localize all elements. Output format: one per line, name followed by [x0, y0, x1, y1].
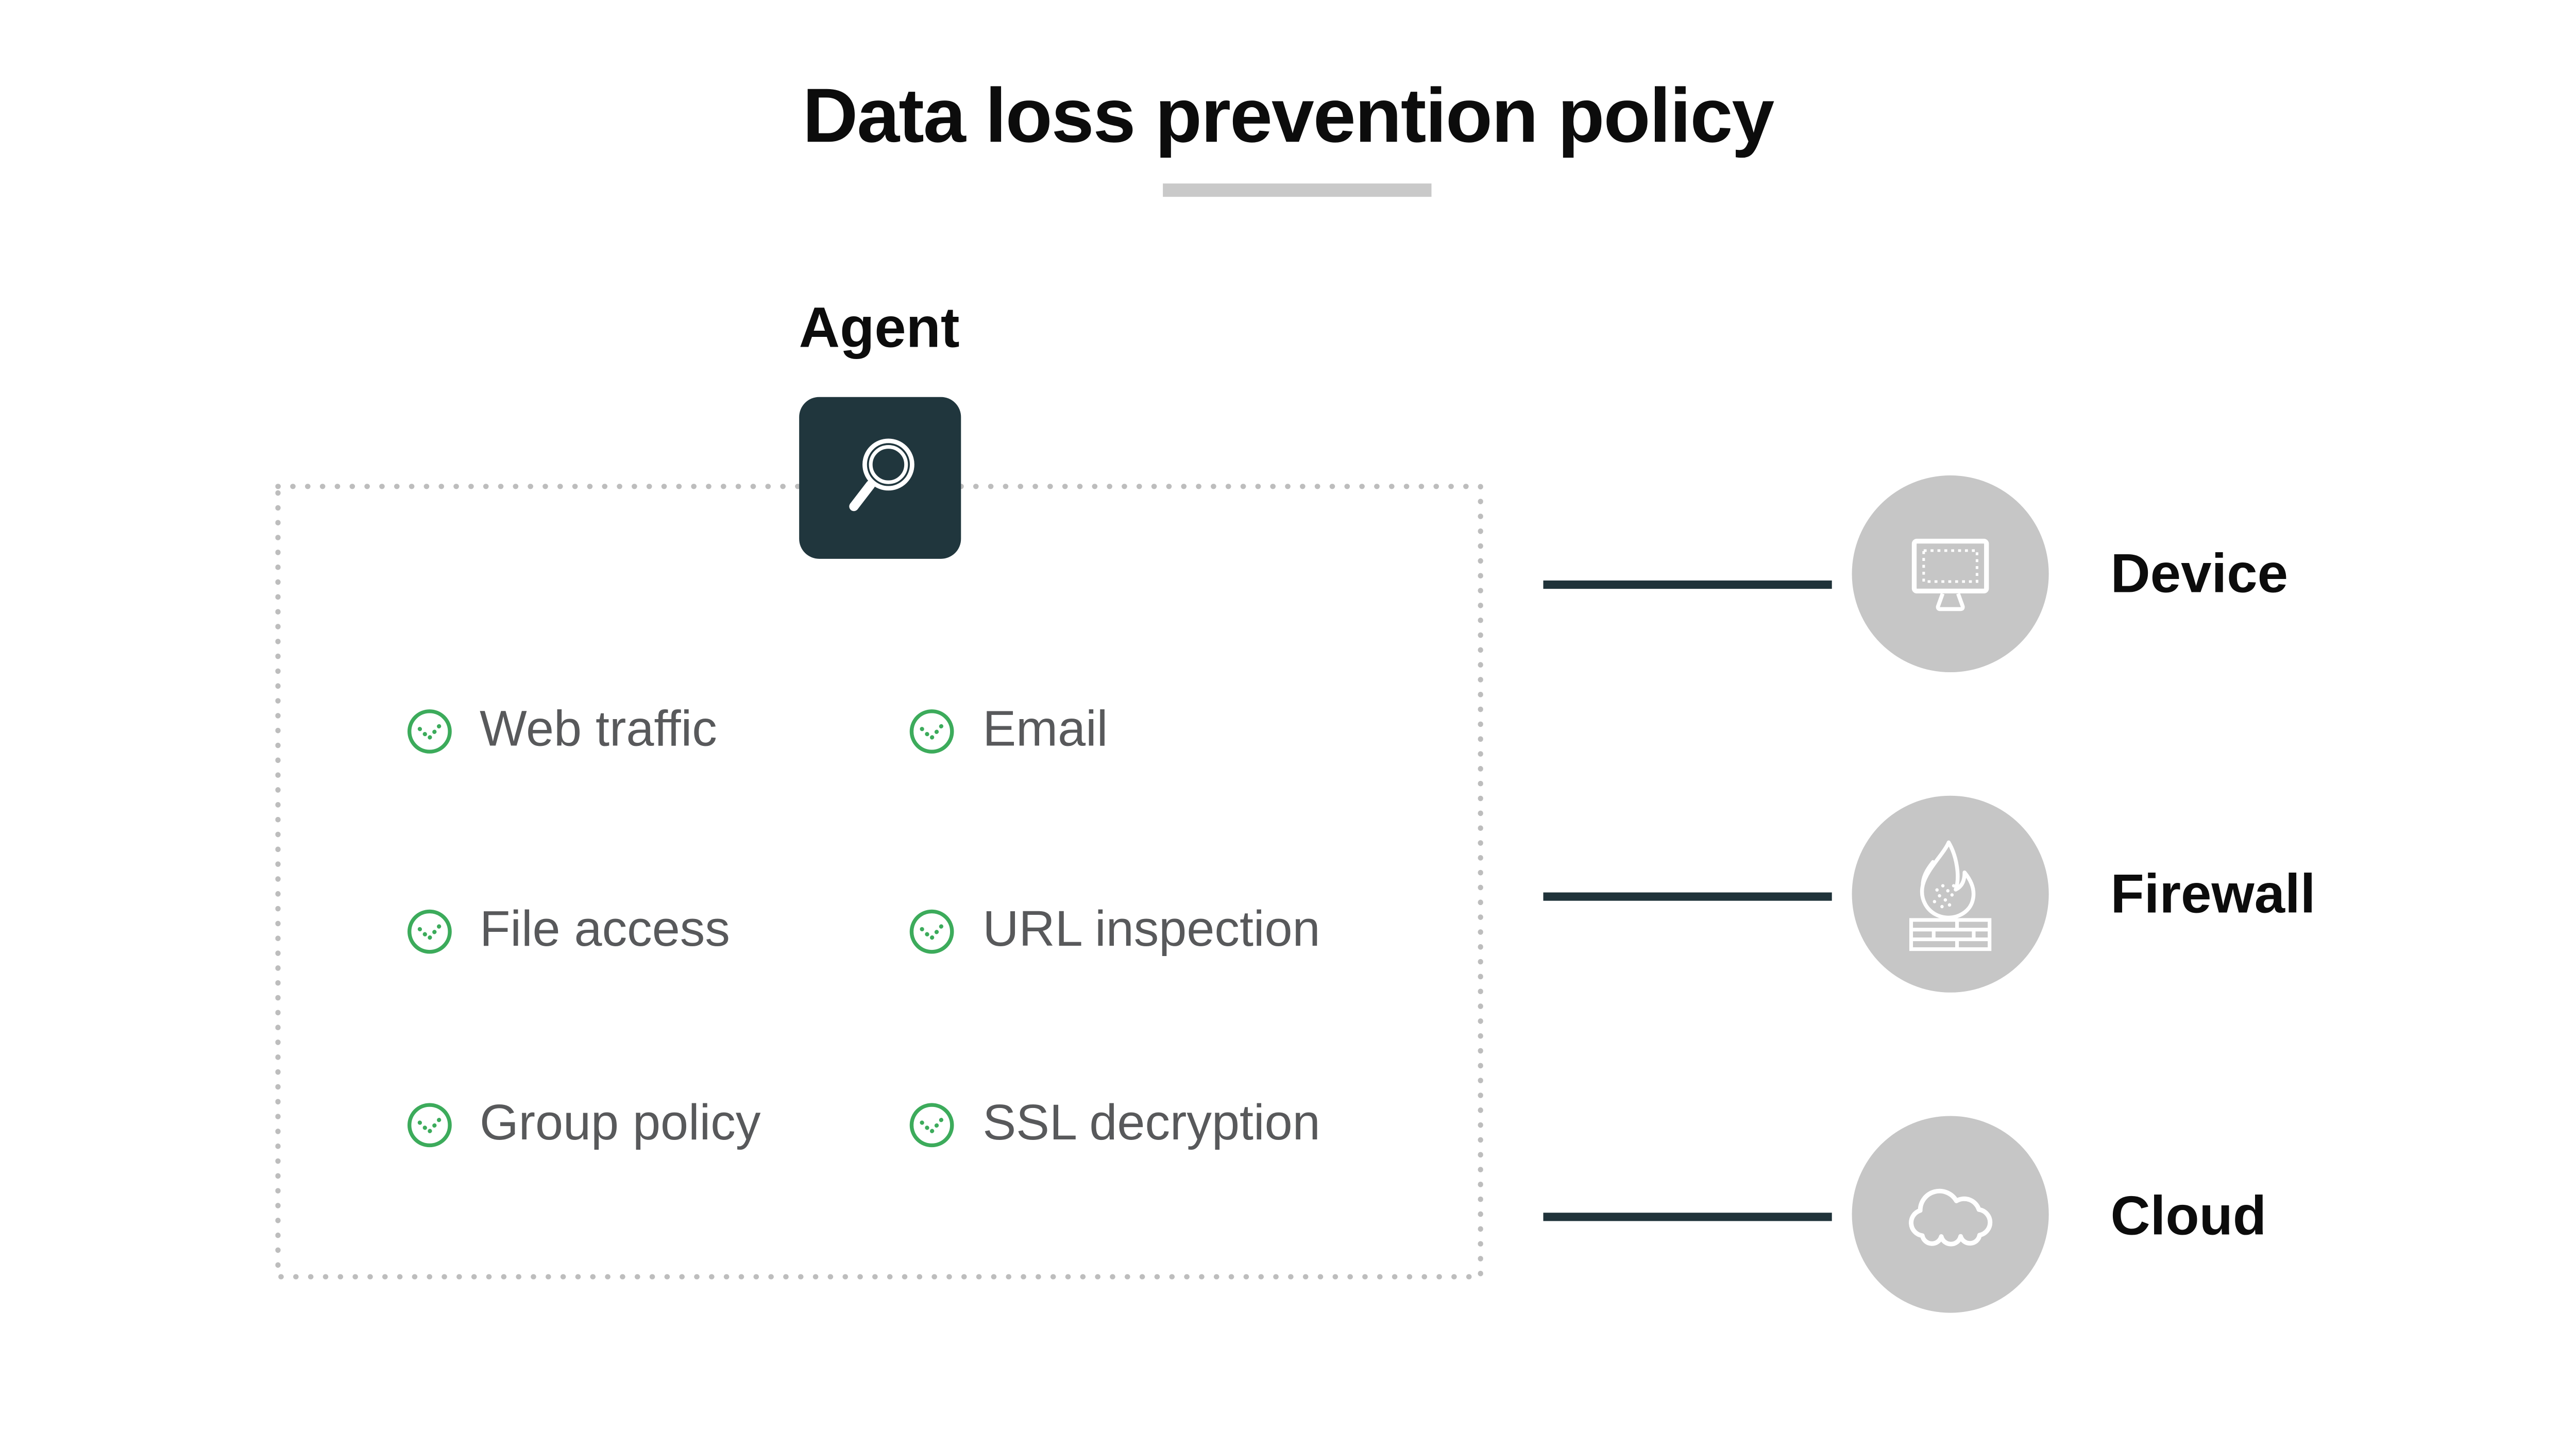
magnifier-icon — [849, 438, 914, 512]
title-underline — [1163, 183, 1432, 196]
cloud-circle — [1852, 1116, 2049, 1313]
check-item-label: Web traffic — [480, 701, 717, 757]
connector-line-cloud — [1543, 1213, 1832, 1221]
check-circle-icon — [909, 709, 954, 754]
agent-label: Agent — [799, 297, 960, 361]
target-label: Device — [2110, 542, 2289, 604]
check-circle-icon — [406, 909, 451, 954]
check-item-label: URL inspection — [982, 901, 1320, 957]
check-item-group-policy: Group policy — [406, 1095, 761, 1152]
target-firewall: Firewall — [1852, 795, 2316, 992]
target-label: Cloud — [2110, 1183, 2267, 1246]
device-circle — [1852, 474, 2049, 672]
target-label: Firewall — [2110, 862, 2316, 925]
flame-brick-wall-icon — [1909, 840, 1992, 950]
check-circle-icon — [909, 909, 954, 954]
check-item-file-access: File access — [406, 901, 730, 959]
check-item-label: Group policy — [480, 1095, 761, 1150]
check-item-label: Email — [982, 701, 1108, 757]
page-title: Data loss prevention policy — [802, 72, 1775, 159]
target-device: Device — [1852, 474, 2289, 672]
check-circle-icon — [406, 1103, 451, 1148]
connector-line-device — [1543, 581, 1832, 589]
check-item-ssl-decryption: SSL decryption — [909, 1098, 1320, 1152]
check-item-label: SSL decryption — [982, 1095, 1320, 1150]
check-item-label: File access — [480, 901, 730, 957]
check-item-web-traffic: Web traffic — [406, 701, 717, 758]
monitor-icon — [1911, 538, 1989, 610]
check-circle-icon — [909, 1103, 954, 1148]
policy-boundary-box — [275, 484, 1483, 1280]
cloud-icon — [1909, 1188, 1993, 1247]
connector-line-firewall — [1543, 892, 1832, 900]
firewall-circle — [1852, 795, 2049, 992]
check-item-url-inspection: URL inspection — [909, 901, 1320, 959]
target-cloud: Cloud — [1852, 1116, 2267, 1313]
check-circle-icon — [406, 709, 451, 754]
agent-tile — [798, 396, 960, 558]
check-item-email: Email — [909, 701, 1108, 758]
